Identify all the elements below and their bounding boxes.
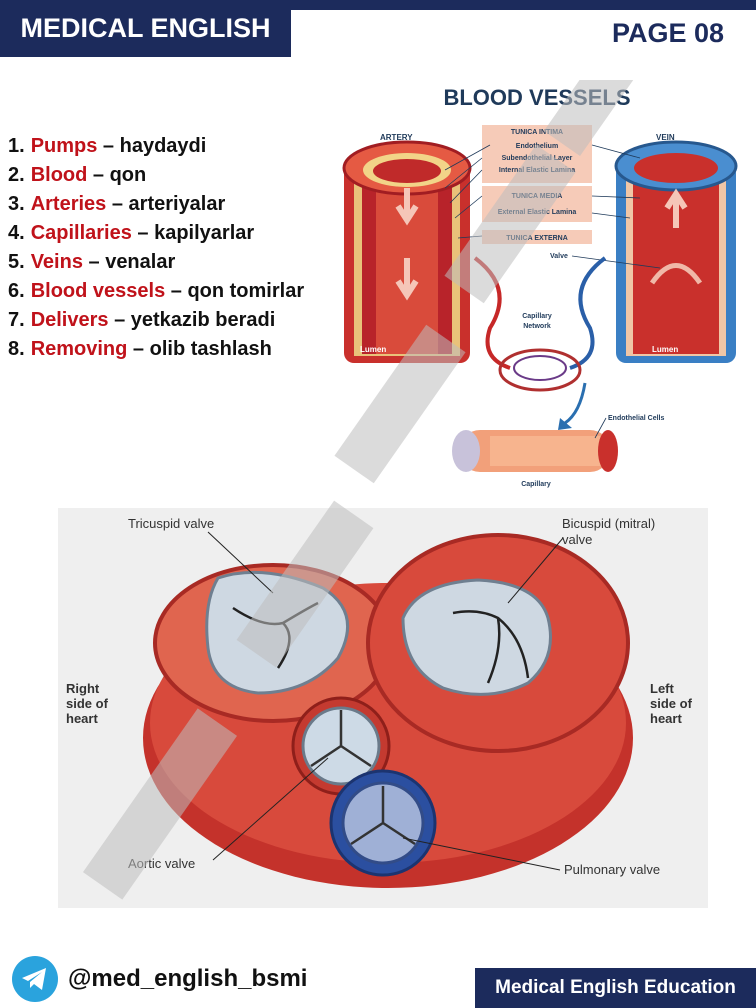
vocab-number: 2. xyxy=(8,164,25,186)
vocab-term: Blood vessels xyxy=(30,280,166,302)
tunica-media-label: TUNICA MEDIA xyxy=(512,193,563,200)
page-number: PAGE 08 xyxy=(611,18,724,48)
vocab-number: 5. xyxy=(8,251,25,273)
top-rule xyxy=(0,0,756,10)
lumen-right-label: Lumen xyxy=(652,345,678,354)
vocab-item: 5.Veins – venalar xyxy=(8,248,304,277)
vocab-term: Arteries xyxy=(30,193,107,215)
pulmonary-label: Pulmonary valve xyxy=(564,862,660,877)
bicuspid-label-1: Bicuspid (mitral) xyxy=(562,516,655,531)
bicuspid-label-2: valve xyxy=(562,532,592,547)
vocab-number: 7. xyxy=(8,309,25,331)
internal-elastic-label: Internal Elastic Lamina xyxy=(499,167,575,174)
vocab-translation: – qon tomirlar xyxy=(165,280,305,302)
vein-illustration xyxy=(614,140,738,363)
blood-vessels-diagram: BLOOD VESSELS ARTERY Lumen VEIN Lumen TU… xyxy=(342,85,738,488)
left-side-label-2: side of xyxy=(650,696,693,711)
capillary-label: Capillary xyxy=(521,481,551,488)
handle-text: @med_english_bsmi xyxy=(68,965,308,992)
vocab-term: Pumps xyxy=(30,135,98,157)
artery-illustration xyxy=(342,140,472,363)
vocab-number: 6. xyxy=(8,280,25,302)
external-elastic-label: External Elastic Lamina xyxy=(498,209,577,216)
vocab-translation: – olib tashlash xyxy=(127,338,272,360)
right-side-label-2: side of xyxy=(66,696,109,711)
valve-label: Valve xyxy=(550,253,568,260)
bv-title: BLOOD VESSELS xyxy=(443,85,630,110)
lumen-left-label: Lumen xyxy=(360,345,386,354)
vocab-item: 8.Removing – olib tashlash xyxy=(8,335,304,364)
vocab-translation: – kapilyarlar xyxy=(131,222,255,244)
endothelial-cells-label: Endothelial Cells xyxy=(608,415,665,422)
left-side-label-3: heart xyxy=(650,711,682,726)
vocab-item: 6.Blood vessels – qon tomirlar xyxy=(8,277,304,306)
subendothelial-label: Subendothelial Layer xyxy=(502,155,573,162)
tricuspid-label: Tricuspid valve xyxy=(128,516,214,531)
right-side-label-3: heart xyxy=(66,711,98,726)
vocab-term: Blood xyxy=(30,164,88,186)
vocab-term: Delivers xyxy=(30,309,109,331)
vocab-number: 3. xyxy=(8,193,25,215)
artery-label: ARTERY xyxy=(380,133,413,142)
vocab-translation: – qon xyxy=(87,164,147,186)
vein-label: VEIN xyxy=(656,133,675,142)
aortic-label: Aortic valve xyxy=(128,856,195,871)
vocabulary-list: 1.Pumps – haydaydi 2.Blood – qon 3.Arter… xyxy=(8,132,304,364)
footer-badge: Medical English Education xyxy=(475,968,756,1008)
telegram-icon xyxy=(12,956,58,1002)
capillary-network-label-2: Network xyxy=(523,323,551,330)
vocab-item: 2.Blood – qon xyxy=(8,161,304,190)
endothelium-label: Endothelium xyxy=(516,143,558,150)
capillary-network-label-1: Capillary xyxy=(522,313,552,320)
telegram-handle[interactable]: @med_english_bsmi xyxy=(12,956,307,1002)
vocab-translation: – haydaydi xyxy=(97,135,207,157)
right-side-label-1: Right xyxy=(66,681,100,696)
vocab-translation: – venalar xyxy=(82,251,176,273)
tunica-intima-label: TUNICA INTIMA xyxy=(511,129,563,136)
mitral-valve xyxy=(401,578,552,696)
header-title: MEDICAL ENGLISH xyxy=(0,0,291,57)
vocab-term: Capillaries xyxy=(30,222,132,244)
vocab-number: 1. xyxy=(8,135,25,157)
left-side-label-1: Left xyxy=(650,681,675,696)
vocab-item: 7.Delivers – yetkazib beradi xyxy=(8,306,304,335)
vocab-number: 8. xyxy=(8,338,25,360)
vocab-translation: – arteriyalar xyxy=(106,193,226,215)
vocab-term: Removing xyxy=(30,338,128,360)
vocab-item: 4.Capillaries – kapilyarlar xyxy=(8,219,304,248)
vocab-number: 4. xyxy=(8,222,25,244)
vocab-translation: – yetkazib beradi xyxy=(108,309,276,331)
vocab-term: Veins xyxy=(30,251,83,273)
capillary-tube xyxy=(452,430,618,472)
heart-valves-diagram: Tricuspid valve Bicuspid (mitral) valve … xyxy=(58,508,708,908)
tunica-externa-label: TUNICA EXTERNA xyxy=(506,235,568,242)
vocab-item: 1.Pumps – haydaydi xyxy=(8,132,304,161)
vocab-item: 3.Arteries – arteriyalar xyxy=(8,190,304,219)
